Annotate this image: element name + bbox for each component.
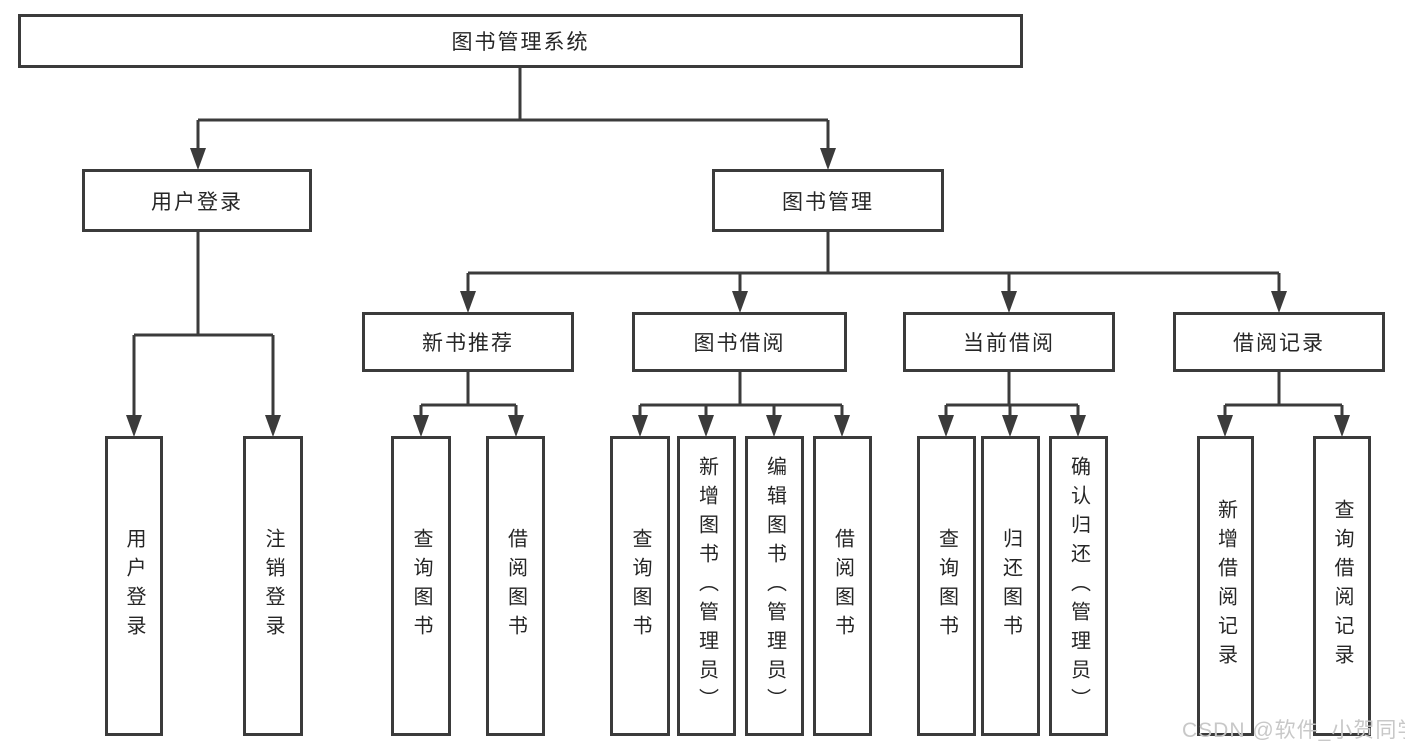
leaf-user-login: 用户登录 (105, 436, 163, 736)
arrowheads (126, 148, 1350, 437)
leaf-query-books-borrowing: 查询图书 (610, 436, 670, 736)
leaf-query-books-recommend: 查询图书 (391, 436, 451, 736)
node-book-borrowing: 图书借阅 (632, 312, 847, 372)
csdn-watermark: CSDN @软件_小贺同学 (1182, 719, 1405, 742)
leaf-confirm-return-admin: 确认归还（管理员） (1049, 436, 1108, 736)
leaf-query-borrow-record: 查询借阅记录 (1313, 436, 1371, 736)
leaf-add-borrow-record: 新增借阅记录 (1197, 436, 1254, 736)
node-user-login: 用户登录 (82, 169, 312, 232)
node-current-borrowing: 当前借阅 (903, 312, 1115, 372)
leaf-borrow-books-borrowing: 借阅图书 (813, 436, 872, 736)
leaf-borrow-books-recommend: 借阅图书 (486, 436, 545, 736)
leaf-return-book: 归还图书 (981, 436, 1040, 736)
node-borrowing-records: 借阅记录 (1173, 312, 1385, 372)
node-book-management: 图书管理 (712, 169, 944, 232)
node-new-book-recommendation: 新书推荐 (362, 312, 574, 372)
node-library-management-system: 图书管理系统 (18, 14, 1023, 68)
leaf-add-book-admin: 新增图书（管理员） (677, 436, 736, 736)
leaf-edit-book-admin: 编辑图书（管理员） (745, 436, 804, 736)
leaf-logout: 注销登录 (243, 436, 303, 736)
leaf-query-books-current: 查询图书 (917, 436, 976, 736)
